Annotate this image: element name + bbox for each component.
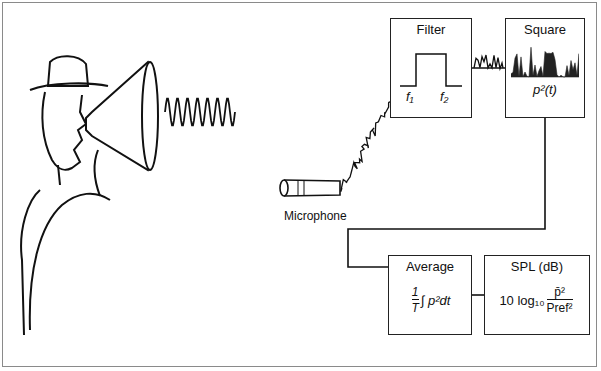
connector-line bbox=[348, 118, 545, 267]
head-outline bbox=[42, 92, 86, 170]
box-title: SPL (dB) bbox=[511, 259, 563, 275]
spl-box: SPL (dB) 10 log₁₀ p̄²Pref² bbox=[484, 255, 590, 335]
microphone-head bbox=[280, 180, 288, 196]
neck bbox=[58, 165, 60, 185]
arm bbox=[94, 150, 100, 196]
box-title: Filter bbox=[417, 22, 446, 38]
microphone-ring bbox=[298, 181, 304, 195]
box-title: Average bbox=[406, 259, 454, 275]
body-outline bbox=[30, 194, 110, 330]
square-box: Square p²(t) bbox=[505, 18, 585, 118]
connector-line bbox=[472, 67, 505, 69]
frequency-label: f₁ bbox=[406, 89, 414, 104]
fraction-denominator: Pref² bbox=[547, 299, 573, 315]
formula: 10 log₁₀ bbox=[499, 293, 544, 308]
filter-box: Filter f₁ f₂ bbox=[390, 18, 472, 118]
megaphone bbox=[86, 62, 157, 170]
microphone-label: Microphone bbox=[284, 209, 347, 223]
squared-signal-trace bbox=[511, 47, 579, 77]
fraction-numerator: p̄² bbox=[554, 285, 565, 299]
hat-brim bbox=[30, 83, 108, 90]
bandpass-line bbox=[400, 54, 462, 86]
filtered-signal bbox=[474, 55, 503, 69]
formula: ∫ p²dt bbox=[421, 293, 451, 308]
fraction-numerator: 1 bbox=[412, 285, 419, 299]
hat-crown bbox=[48, 56, 88, 86]
sound-wave bbox=[165, 99, 235, 126]
average-box: Average 1T∫ p²dt bbox=[388, 255, 472, 335]
fraction-denominator: T bbox=[412, 299, 419, 315]
bandpass-symbol bbox=[396, 42, 466, 92]
box-title: Square bbox=[524, 22, 566, 38]
connector-line bbox=[472, 294, 484, 296]
frequency-label: f₂ bbox=[440, 89, 449, 104]
squared-signal bbox=[511, 44, 579, 78]
megaphone-mouth bbox=[142, 62, 158, 170]
noisy-signal bbox=[341, 102, 390, 192]
formula: p²(t) bbox=[533, 82, 557, 97]
microphone-body bbox=[284, 180, 340, 196]
